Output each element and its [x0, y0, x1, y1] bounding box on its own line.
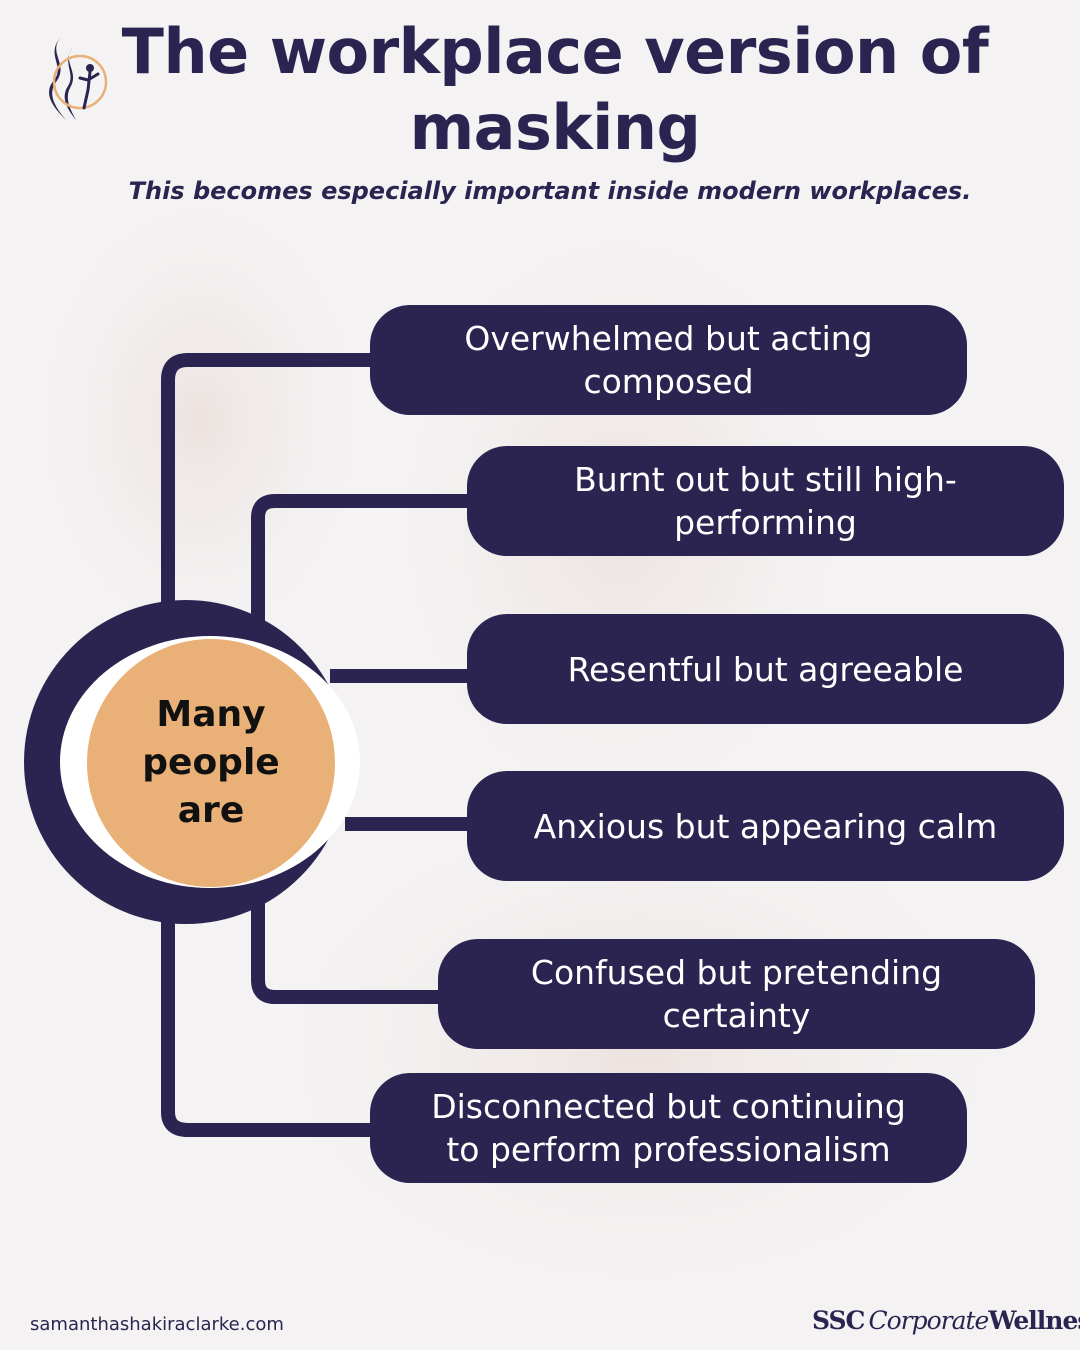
item-pill-2: Burnt out but still high-performing [467, 446, 1064, 556]
hub-circle: Many people are [87, 639, 335, 887]
item-pill-5: Confused but pretending certainty [438, 939, 1035, 1049]
item-label: Disconnected but continuing to perform p… [431, 1087, 906, 1169]
item-pill-6: Disconnected but continuing to perform p… [370, 1073, 967, 1183]
item-pill-4: Anxious but appearing calm [467, 771, 1064, 881]
ssc-logo-icon [49, 36, 108, 120]
website-link[interactable]: samanthashakiraclarke.com [30, 1314, 284, 1335]
connector-2 [251, 494, 469, 625]
item-label: Overwhelmed but acting composed [464, 319, 873, 401]
brand-corporate: Corporate [868, 1306, 989, 1335]
item-pill-1: Overwhelmed but acting composed [370, 305, 967, 415]
brand-wellness: Wellness [988, 1306, 1080, 1335]
page-subtitle: This becomes especially important inside… [128, 177, 972, 205]
item-label: Anxious but appearing calm [533, 806, 998, 846]
brand-logo: SSCCorporateWellness® [812, 1306, 1080, 1335]
connector-1 [161, 353, 372, 625]
connector-6 [161, 900, 372, 1137]
page-title: The workplace version of masking [121, 15, 989, 164]
brand-ssc: SSC [812, 1306, 865, 1335]
item-pill-3: Resentful but agreeable [467, 614, 1064, 724]
hub-label: Many people are [142, 694, 280, 831]
item-label: Burnt out but still high-performing [574, 460, 957, 542]
connector-5 [251, 900, 440, 1004]
item-label: Confused but pretending certainty [530, 953, 943, 1035]
item-label: Resentful but agreeable [567, 649, 964, 689]
